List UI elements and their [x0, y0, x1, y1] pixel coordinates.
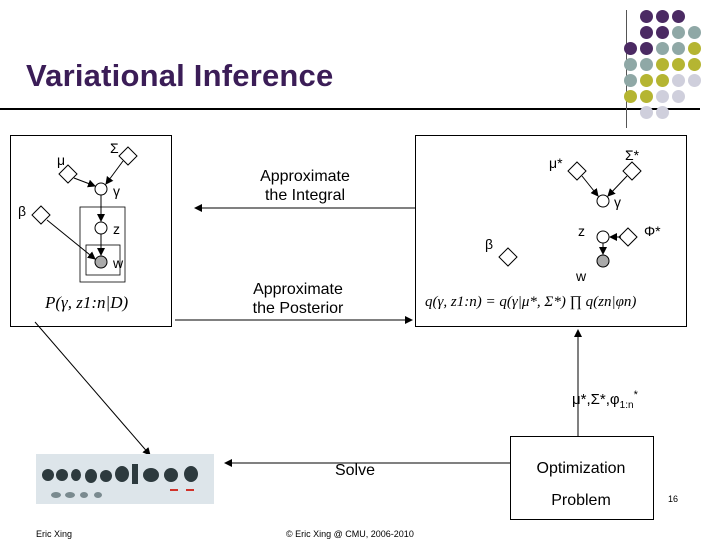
- solve-label: Solve: [334, 462, 376, 479]
- solution-equation-image: [36, 454, 214, 504]
- right-z-label: z: [578, 223, 585, 239]
- right-beta-node: [498, 247, 518, 267]
- posterior-to-result-arrow: [34, 321, 151, 456]
- approximate-integral-label: Approximate the Integral: [240, 167, 370, 205]
- mu-node: [58, 164, 78, 184]
- gamma-node: [94, 182, 108, 196]
- sigma-star-node: [622, 161, 642, 181]
- params-subscript: 1:n: [619, 400, 634, 411]
- left-graphical-model: [31, 146, 138, 283]
- mu-label: μ: [57, 152, 66, 168]
- decorative-dot-grid: [624, 10, 720, 120]
- gamma-label: γ: [113, 183, 120, 199]
- right-w-node: [596, 254, 610, 268]
- footer-author: Eric Xing: [36, 529, 73, 539]
- phi-star-node: [618, 227, 638, 247]
- optimization-problem-label: Optimization Problem: [510, 453, 652, 517]
- approximate-posterior-label: Approximate the Posterior: [233, 280, 363, 318]
- footer-copyright: © Eric Xing @ CMU, 2006-2010: [286, 529, 414, 539]
- title-underline: [0, 108, 700, 110]
- w-label: w: [113, 255, 124, 271]
- beta-node: [31, 205, 51, 225]
- right-graphical-model: [498, 161, 642, 268]
- right-gamma-label: γ: [614, 194, 621, 210]
- mu-star-label: μ*: [549, 155, 563, 171]
- variational-distribution-box: [415, 135, 687, 327]
- sigma-label: Σ: [110, 140, 119, 156]
- right-z-node: [596, 230, 610, 244]
- z-label: z: [113, 221, 120, 237]
- optimal-parameters-label: μ*,Σ*,φ1:n*: [572, 389, 638, 411]
- true-posterior-formula: P(γ, z1:n|D): [45, 293, 129, 312]
- w-node: [94, 255, 108, 269]
- variational-formula: q(γ, z1:n) = q(γ|μ*, Σ*) ∏ q(zn|φn): [425, 294, 637, 310]
- right-gamma-node: [596, 194, 610, 208]
- approximate-integral-text: Approximate the Integral: [260, 168, 350, 204]
- z-node: [94, 221, 108, 235]
- params-main: μ*,Σ*,φ: [572, 391, 620, 408]
- right-beta-label: β: [485, 236, 494, 252]
- sigma-node: [118, 146, 138, 166]
- optimization-problem-box: [510, 436, 654, 520]
- approximate-posterior-text: Approximate the Posterior: [252, 281, 344, 317]
- phi-star-label: Φ*: [644, 223, 661, 239]
- sigma-star-label: Σ*: [625, 147, 640, 163]
- true-posterior-box: [10, 135, 172, 327]
- mu-star-node: [567, 161, 587, 181]
- page-number: 16: [668, 494, 679, 504]
- optimization-problem-text: Optimization Problem: [536, 460, 626, 509]
- right-w-label: w: [576, 268, 587, 284]
- params-superscript: *: [633, 389, 638, 401]
- beta-label: β: [18, 203, 27, 219]
- solution-equation-glyphs: [36, 454, 214, 504]
- slide-title: Variational Inference: [26, 58, 334, 93]
